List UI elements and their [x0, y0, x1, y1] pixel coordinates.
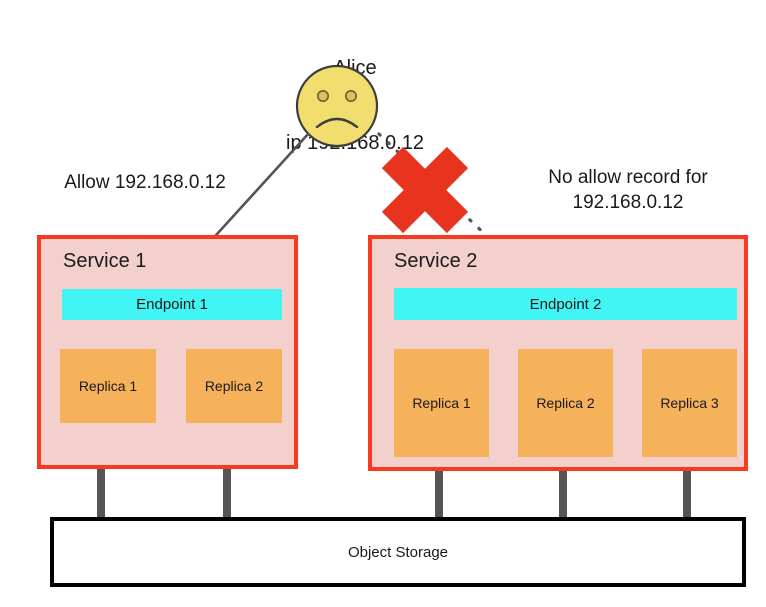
no-allow-line-2: 192.168.0.12	[572, 192, 684, 213]
object-storage-box[interactable]: Object Storage	[50, 517, 746, 587]
allow-record-label: Allow 192.168.0.12	[64, 172, 226, 193]
connector-svc2-r2-storage	[559, 453, 567, 518]
sad-face-icon	[295, 64, 379, 148]
service-2-box[interactable]: Service 2 Endpoint 2 Replica 1 Replica 2…	[368, 235, 748, 471]
service-2-replica-3[interactable]: Replica 3	[642, 349, 737, 457]
connector-svc2-r1-storage	[435, 453, 443, 518]
service-1-replica-1[interactable]: Replica 1	[60, 349, 156, 423]
no-allow-line-1: No allow record for	[548, 167, 708, 188]
service-2-title: Service 2	[394, 250, 478, 272]
service-1-title: Service 1	[63, 250, 147, 272]
connector-svc2-r3-storage	[683, 453, 691, 518]
no-allow-record-label: No allow record for 192.168.0.12	[500, 165, 756, 215]
endpoint-2[interactable]: Endpoint 2	[394, 288, 737, 320]
service-2-replica-2[interactable]: Replica 2	[518, 349, 613, 457]
service-1-box[interactable]: Service 1 Endpoint 1 Replica 1 Replica 2	[37, 235, 298, 469]
service-1-replica-2[interactable]: Replica 2	[186, 349, 282, 423]
endpoint-1[interactable]: Endpoint 1	[62, 289, 282, 320]
service-2-replica-1[interactable]: Replica 1	[394, 349, 489, 457]
